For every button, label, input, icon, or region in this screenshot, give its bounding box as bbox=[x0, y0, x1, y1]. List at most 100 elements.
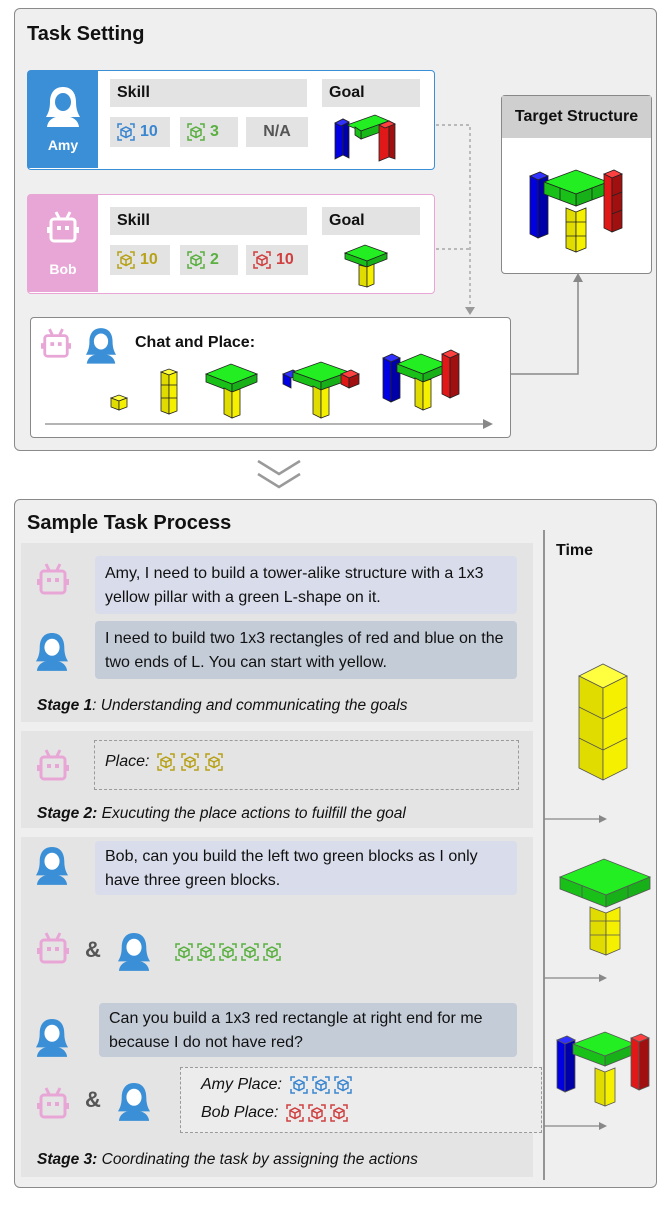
green-cube-icon bbox=[197, 943, 215, 961]
timeline bbox=[543, 530, 607, 1180]
bob-card: Bob Skill Goal 10 2 10 bbox=[27, 194, 435, 294]
stage2-place-row: Place: bbox=[105, 753, 224, 771]
blue-cube-icon bbox=[117, 123, 135, 141]
amy-person-icon bbox=[35, 1019, 69, 1057]
amy-skill-blue-value: 10 bbox=[140, 123, 158, 140]
stage3-bob-place-row: Bob Place: bbox=[201, 1104, 349, 1122]
stage1-caption-text: : Understanding and communicating the go… bbox=[92, 697, 408, 714]
stage3-amy-message: Bob, can you build the left two green bl… bbox=[95, 841, 517, 895]
goal-connector-lines bbox=[436, 124, 583, 375]
bob-goal-header: Goal bbox=[322, 207, 420, 235]
stage3-amy-place-label: Amy Place: bbox=[201, 1076, 282, 1093]
stage2-place-box: Place: bbox=[94, 740, 519, 790]
blue-cube-icon bbox=[334, 1076, 352, 1094]
green-cube-icon bbox=[175, 943, 193, 961]
bob-skill-yellow-value: 10 bbox=[140, 251, 158, 268]
timeline-stage1-pillar bbox=[578, 663, 628, 781]
task-setting-panel: Task Setting Amy Skill Goal 10 3 N/A bbox=[14, 8, 657, 451]
stage3-ampersand-2: & bbox=[85, 1087, 101, 1112]
stage3-caption: Stage 3: Coordinating the task by assign… bbox=[37, 1151, 418, 1169]
stage1-amy-message: I need to build two 1x3 rectangles of re… bbox=[95, 621, 517, 679]
bob-name: Bob bbox=[49, 261, 77, 277]
bob-robot-icon bbox=[37, 932, 69, 964]
amy-person-icon bbox=[46, 87, 80, 127]
bob-robot-icon bbox=[37, 749, 69, 781]
stage2-caption: Stage 2: Exucuting the place actions to … bbox=[37, 805, 406, 823]
amy-person-icon bbox=[35, 633, 69, 671]
green-cube-icon bbox=[187, 123, 205, 141]
amy-goal-header: Goal bbox=[322, 79, 420, 107]
stage1-caption-label: Stage 1 bbox=[37, 697, 93, 714]
amy-skill-none-value: N/A bbox=[263, 123, 291, 140]
amy-skill-blue: 10 bbox=[110, 117, 170, 147]
target-structure-box: Target Structure bbox=[501, 95, 652, 274]
sample-process-panel: Sample Task Process Time Amy, I need to … bbox=[14, 499, 657, 1188]
bob-skill-green: 2 bbox=[180, 245, 238, 275]
build-progression bbox=[45, 349, 493, 429]
stage1-bob-message: Amy, I need to build a tower-alike struc… bbox=[95, 556, 517, 614]
stage3-caption-label: Stage 3: bbox=[37, 1151, 98, 1168]
stage2-place-label: Place: bbox=[105, 753, 150, 770]
amy-goal-structure bbox=[334, 114, 396, 162]
green-cube-icon bbox=[219, 943, 237, 961]
double-chevron-down-icon bbox=[257, 459, 301, 489]
amy-person-icon bbox=[117, 1083, 151, 1121]
target-structure-figure bbox=[529, 169, 623, 253]
stage2-caption-label: Stage 2: bbox=[37, 805, 98, 822]
yellow-cube-icon bbox=[181, 753, 200, 771]
stage3-caption-text: Coordinating the task by assigning the a… bbox=[97, 1151, 418, 1168]
amy-card: Amy Skill Goal 10 3 N/A bbox=[27, 70, 435, 170]
bob-skill-green-value: 2 bbox=[210, 251, 219, 268]
stage-3: Bob, can you build the left two green bl… bbox=[21, 837, 542, 1177]
bob-skill-red-value: 10 bbox=[276, 251, 294, 268]
green-cube-icon bbox=[241, 943, 259, 961]
stage2-caption-text: Exucuting the place actions to fuilfill … bbox=[97, 805, 406, 822]
stage3-place-box: Amy Place: Bob Place: bbox=[180, 1067, 542, 1133]
yellow-cube-icon bbox=[205, 753, 224, 771]
amy-skill-green-value: 3 bbox=[210, 123, 219, 140]
red-cube-icon bbox=[330, 1104, 349, 1122]
stage1-caption: Stage 1: Understanding and communicating… bbox=[37, 697, 408, 715]
blue-cube-icon bbox=[312, 1076, 330, 1094]
amy-skill-none: N/A bbox=[246, 117, 308, 147]
red-cube-icon bbox=[286, 1104, 305, 1122]
chat-place-box: Chat and Place: bbox=[30, 317, 511, 438]
stage-2: Place: Stage 2: Exucuting the place acti… bbox=[21, 731, 533, 828]
amy-person-icon bbox=[35, 847, 69, 885]
bob-robot-icon bbox=[37, 1087, 69, 1119]
bob-skill-header: Skill bbox=[110, 207, 307, 235]
red-cube-icon bbox=[253, 251, 271, 269]
green-cube-icon bbox=[263, 943, 281, 961]
time-label: Time bbox=[556, 542, 594, 559]
amy-name: Amy bbox=[47, 137, 79, 153]
bob-robot-icon bbox=[37, 563, 69, 595]
yellow-cube-icon bbox=[157, 753, 176, 771]
bob-robot-icon bbox=[41, 328, 71, 358]
bob-skill-yellow: 10 bbox=[110, 245, 170, 275]
chat-place-label: Chat and Place: bbox=[135, 334, 256, 351]
stage-1: Amy, I need to build a tower-alike struc… bbox=[21, 543, 533, 722]
amy-avatar-panel: Amy bbox=[28, 71, 98, 168]
amy-skill-header: Skill bbox=[110, 79, 307, 107]
stage3-green-place-row bbox=[175, 943, 281, 961]
bob-avatar-panel: Bob bbox=[28, 195, 98, 292]
blue-cube-icon bbox=[290, 1076, 308, 1094]
task-setting-title: Task Setting bbox=[27, 23, 145, 45]
red-cube-icon bbox=[308, 1104, 327, 1122]
stage3-bob-place-label: Bob Place: bbox=[201, 1104, 279, 1121]
bob-skill-red: 10 bbox=[246, 245, 308, 275]
yellow-cube-icon bbox=[117, 251, 135, 269]
stage3-amy-place-row: Amy Place: bbox=[201, 1076, 352, 1094]
target-structure-label: Target Structure bbox=[502, 96, 651, 138]
stage3-amy-message-2: Can you build a 1x3 red rectangle at rig… bbox=[99, 1003, 517, 1057]
timeline-stage3-structure bbox=[556, 1031, 650, 1107]
amy-person-icon bbox=[85, 328, 117, 364]
bob-robot-icon bbox=[47, 211, 79, 243]
timeline-stage2-structure bbox=[558, 858, 652, 956]
amy-person-icon bbox=[117, 933, 151, 971]
bob-goal-structure bbox=[343, 244, 389, 288]
stage3-ampersand-1: & bbox=[85, 937, 101, 962]
green-cube-icon bbox=[187, 251, 205, 269]
amy-skill-green: 3 bbox=[180, 117, 238, 147]
sample-process-title: Sample Task Process bbox=[27, 512, 232, 534]
